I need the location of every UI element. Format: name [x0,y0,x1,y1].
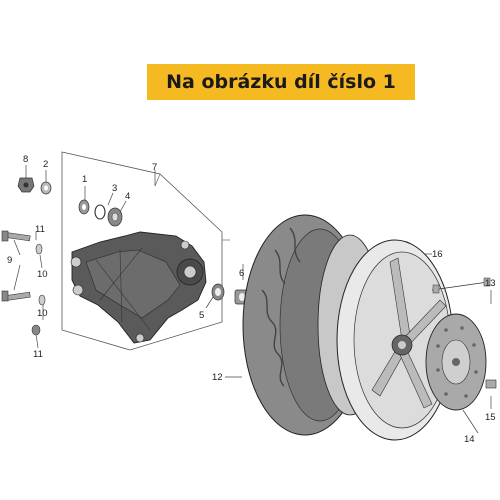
callout-8: 8 [23,154,28,165]
callout-12: 12 [212,372,223,383]
callout-16: 16 [432,249,443,260]
callout-2: 2 [43,159,48,170]
callout-1: 1 [82,174,87,185]
callout-9: 9 [7,255,12,266]
bolt-part-9-lower [1,290,31,302]
banner-text: Na obrázku díl číslo 1 [166,71,396,93]
screw-part-13 [431,277,491,294]
seal-part-1 [78,199,90,215]
callout-14: 14 [464,434,475,445]
washer-part-2 [40,181,52,195]
callout-4: 4 [125,191,130,202]
part-number-banner: Na obrázku díl číslo 1 [147,64,415,100]
callout-labels: 8 2 7 1 3 4 11 10 9 10 11 6 5 16 13 12 1… [7,154,496,445]
circlip-part-3 [94,204,106,220]
wheel-rim-part-16 [336,239,454,441]
washer-part-10-lower [38,294,46,306]
callout-10-lower: 10 [37,308,48,319]
bolt-part-9-upper [1,230,31,242]
callout-11-upper: 11 [35,224,45,235]
swingarm-bracket-part-7 [70,231,207,344]
callout-10-upper: 10 [37,269,48,280]
callout-3: 3 [112,183,117,194]
callout-11-lower: 11 [33,349,43,360]
nut-part-8 [17,177,35,193]
callout-7: 7 [152,162,157,173]
callout-5: 5 [199,310,204,321]
spacer-part-5 [211,283,225,301]
screw-part-15 [485,379,497,389]
leader-lines [13,165,492,434]
washer-part-10-upper [35,243,43,255]
nut-part-11-lower [31,324,41,336]
callout-15: 15 [485,412,496,423]
bearing-part-4 [107,207,123,227]
callout-6: 6 [239,268,244,279]
callout-13: 13 [485,278,496,289]
brake-disc-part-14 [425,313,487,411]
